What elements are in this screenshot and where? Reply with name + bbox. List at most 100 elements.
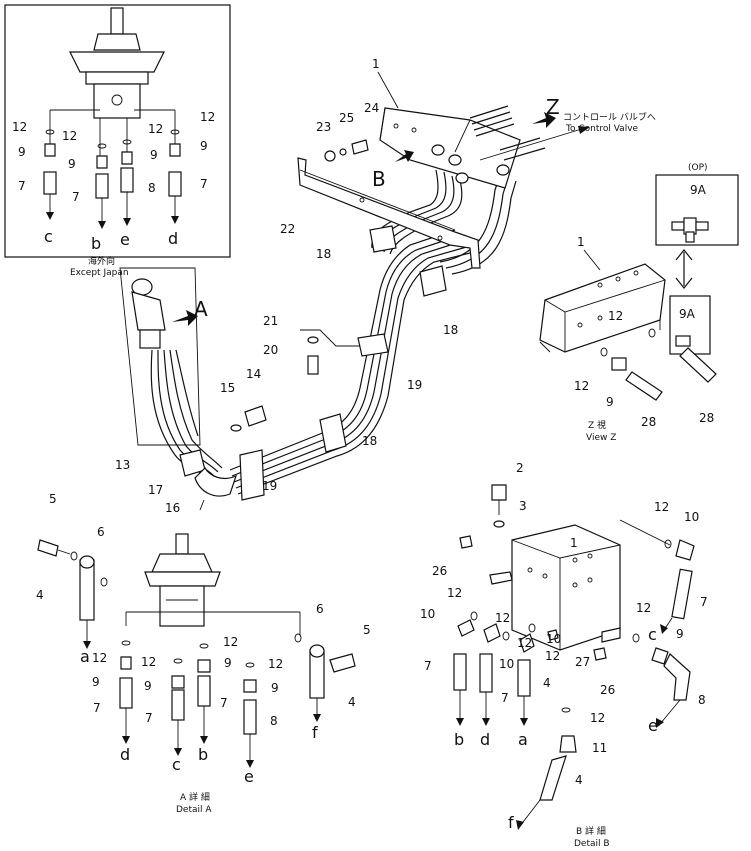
- detail-b-port-f: f: [508, 813, 514, 832]
- callout-1-right: 1: [577, 235, 585, 249]
- detail-b-callout-2: 2: [516, 461, 524, 475]
- detail-a-callout-8: 8: [270, 714, 278, 728]
- callout-1-top: 1: [372, 57, 380, 71]
- callout-15: 15: [220, 381, 235, 395]
- inset-callout-12-cl: 12: [62, 129, 77, 143]
- inset-callout-9-l: 9: [18, 145, 26, 159]
- inset-callout-12-cr: 12: [148, 122, 163, 136]
- clamp-18-lower: [319, 413, 347, 453]
- hose-28-right: [679, 347, 717, 383]
- inset-callout-7-r: 7: [200, 177, 208, 191]
- inset-callout-9-cr: 9: [150, 148, 158, 162]
- detail-a-port-c: c: [172, 755, 181, 774]
- detail-b-port-b: b: [454, 730, 464, 749]
- detail-b-callout-7-b: 7: [501, 691, 509, 705]
- valve-block-view-z: [539, 263, 666, 353]
- view-letter-a: A: [194, 297, 208, 321]
- callout-9a-box: 9A: [690, 183, 707, 197]
- inset-callout-7-l: 7: [18, 179, 26, 193]
- inset-callout-9-cl: 9: [68, 157, 76, 171]
- inset-callout-7-cl: 7: [72, 190, 80, 204]
- inset-hose-c: [43, 129, 57, 220]
- detail-b-callout-1: 1: [570, 536, 578, 550]
- detail-b-port-e: e: [648, 716, 658, 735]
- detail-a-callout-7-c: 7: [145, 711, 153, 725]
- caption-detail-a-jp: A 詳 細: [180, 791, 210, 803]
- elbow-clamp: [194, 467, 237, 497]
- callout-28-a: 28: [641, 415, 656, 429]
- detail-a-callout-12-r: 12: [268, 657, 283, 671]
- view-letter-b: B: [372, 167, 386, 191]
- detail-b-callout-10-c: 10: [546, 632, 561, 646]
- detail-a-callout-5-l: 5: [49, 492, 57, 506]
- main-lever-assembly: [119, 267, 223, 481]
- detail-b: [453, 484, 695, 830]
- callout-12-z-a: 12: [608, 309, 623, 323]
- inset-port-e: e: [120, 230, 130, 249]
- detail-b-callout-12-f: 12: [654, 500, 669, 514]
- detail-b-port-a: a: [518, 730, 528, 749]
- detail-b-callout-7-a: 7: [424, 659, 432, 673]
- callout-23: 23: [316, 120, 331, 134]
- callout-18-c: 18: [362, 434, 377, 448]
- inset-callout-12-r: 12: [200, 110, 215, 124]
- caption-view-z-jp: Z 視: [588, 419, 606, 431]
- detail-a-port-b: b: [198, 745, 208, 764]
- op-label: (OP): [688, 163, 708, 173]
- detail-b-callout-12-b: 12: [495, 611, 510, 625]
- clamp-18-upper: [369, 225, 397, 253]
- washer-25: [339, 148, 347, 156]
- detail-b-callout-8: 8: [698, 693, 706, 707]
- detail-b-callout-12-e: 12: [590, 711, 605, 725]
- detail-b-callout-10-d: 10: [684, 510, 699, 524]
- detail-a-callout-12-l: 12: [92, 651, 107, 665]
- detail-a-callout-4-l: 4: [36, 588, 44, 602]
- detail-b-callout-7-c: 7: [700, 595, 708, 609]
- callout-17: 17: [148, 483, 163, 497]
- detail-a-port-f: f: [312, 723, 318, 742]
- inset-port-c: c: [44, 227, 53, 246]
- detail-b-callout-3: 3: [519, 499, 527, 513]
- caption-except-japan-jp: 海外向: [88, 255, 115, 267]
- callout-12-z-b: 12: [574, 379, 589, 393]
- detail-b-callout-12-a: 12: [447, 586, 462, 600]
- callout-18-b: 18: [443, 323, 458, 337]
- detail-a-callout-6-l: 6: [97, 525, 105, 539]
- callout-20: 20: [263, 343, 278, 357]
- callout-24: 24: [364, 101, 379, 115]
- caption-except-japan: Except Japan: [70, 268, 129, 278]
- callout-14: 14: [246, 367, 261, 381]
- caption-detail-b: Detail B: [574, 839, 610, 849]
- clamp-18-mid: [419, 265, 447, 297]
- inset-except-japan: 12 12 12 12 9 9 9 9 7 7 8 7 c b e d: [4, 4, 231, 258]
- inset-port-d: d: [168, 229, 178, 248]
- detail-a-port-a: a: [80, 647, 90, 666]
- callout-22: 22: [280, 222, 295, 236]
- caption-detail-a: Detail A: [176, 805, 212, 815]
- bolt-20: [307, 355, 319, 375]
- op-box: [655, 174, 739, 246]
- detail-b-callout-26-l: 26: [432, 564, 447, 578]
- callout-13: 13: [115, 458, 130, 472]
- detail-a-callout-5-r: 5: [363, 623, 371, 637]
- detail-b-callout-10-b: 10: [499, 657, 514, 671]
- detail-a: [37, 533, 356, 768]
- callout-9a-opt: 9A: [679, 307, 696, 321]
- inset-callout-9-r: 9: [200, 139, 208, 153]
- view-b-arrow: [395, 150, 414, 162]
- detail-a-callout-7-l: 7: [93, 701, 101, 715]
- inset-hose-b: [95, 143, 109, 229]
- detail-a-callout-4-r: 4: [348, 695, 356, 709]
- caption-detail-b-jp: B 詳 細: [576, 825, 606, 837]
- detail-a-callout-12-cr: 12: [223, 635, 238, 649]
- clamp-19-lower: [239, 449, 265, 501]
- washer-15: [230, 424, 242, 432]
- callout-16: 16: [165, 501, 180, 515]
- inset-callout-8: 8: [148, 181, 156, 195]
- to-control-valve-jp: コントロール バルブへ: [563, 111, 656, 123]
- bracket-22: [297, 157, 481, 269]
- detail-b-callout-27: 27: [575, 655, 590, 669]
- detail-b-callout-10-a: 10: [420, 607, 435, 621]
- callout-19-a: 19: [407, 378, 422, 392]
